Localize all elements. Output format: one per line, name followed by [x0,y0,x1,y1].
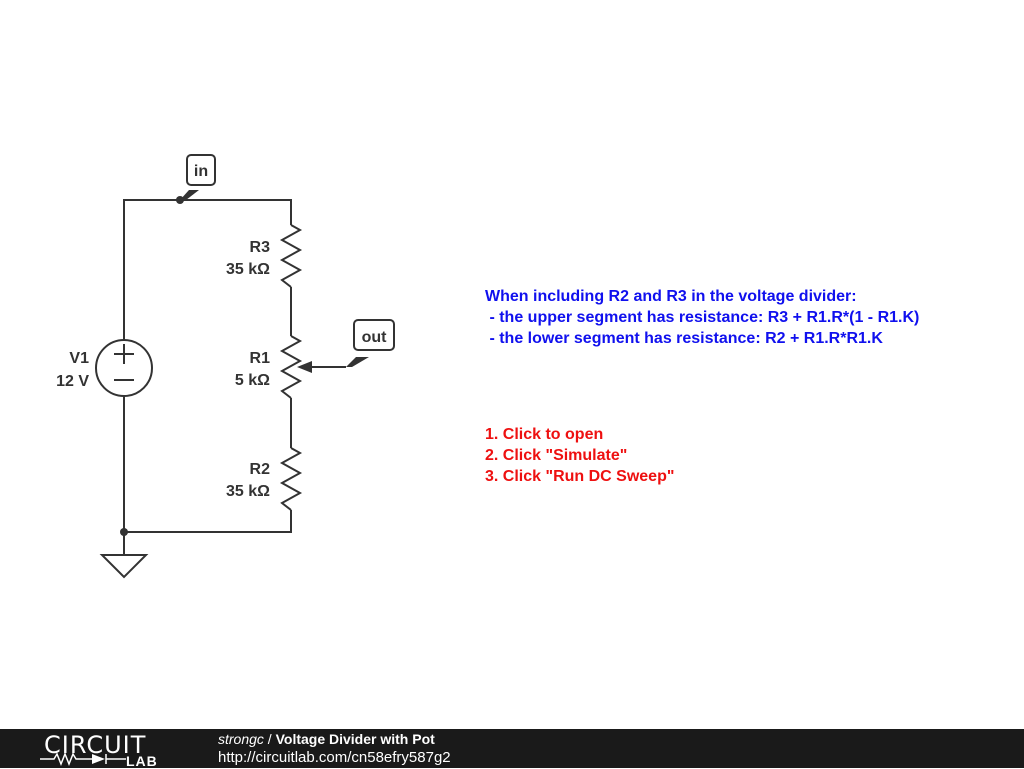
node-bottom [120,528,128,536]
footer-bar: CIRCUIT LAB strongc / Voltage Divider wi… [0,729,1024,769]
circuitlab-logo[interactable]: CIRCUIT LAB [40,731,180,769]
circuit-url[interactable]: http://circuitlab.com/cn58efry587g2 [218,749,451,766]
logo-wordmark-top: CIRCUIT [44,731,147,759]
in-flag-label: in [194,163,208,180]
r1-value: 5 kΩ [235,372,270,389]
footer-title-line: strongc / Voltage Divider with Pot [218,731,435,747]
r2-name: R2 [250,461,271,478]
out-flag [353,319,395,351]
v1-name: V1 [69,350,89,367]
out-flag-label: out [362,329,388,346]
resistor-r3 [279,224,303,288]
in-flag [186,154,216,186]
r1-name: R1 [250,350,271,367]
resistor-diode-icon [40,752,126,766]
author-link[interactable]: strongc [218,731,264,747]
r3-value: 35 kΩ [226,261,270,278]
wire-top [123,199,292,340]
v1-value: 12 V [56,373,89,390]
in-flag-pointer [180,190,199,200]
circuit-schematic: in out R3 35 kΩ R1 5 kΩ R2 35 kΩ V1 12 V [56,154,395,579]
logo-wordmark-bottom: LAB [126,753,158,769]
wiper-arrow [297,361,312,373]
ground-symbol [99,554,149,579]
title-separator: / [263,731,276,747]
out-flag-pointer [346,357,369,367]
r3-name: R3 [250,239,271,256]
resistor-r2 [279,447,303,511]
r2-value: 35 kΩ [226,483,270,500]
voltage-source-v1 [95,339,153,397]
resistor-r1 [279,335,303,399]
instructions-note: 1. Click to open 2. Click "Simulate" 3. … [485,426,675,485]
resistance-note: When including R2 and R3 in the voltage … [485,288,920,347]
circuit-title[interactable]: Voltage Divider with Pot [275,731,435,747]
wire-bottom [123,396,292,533]
